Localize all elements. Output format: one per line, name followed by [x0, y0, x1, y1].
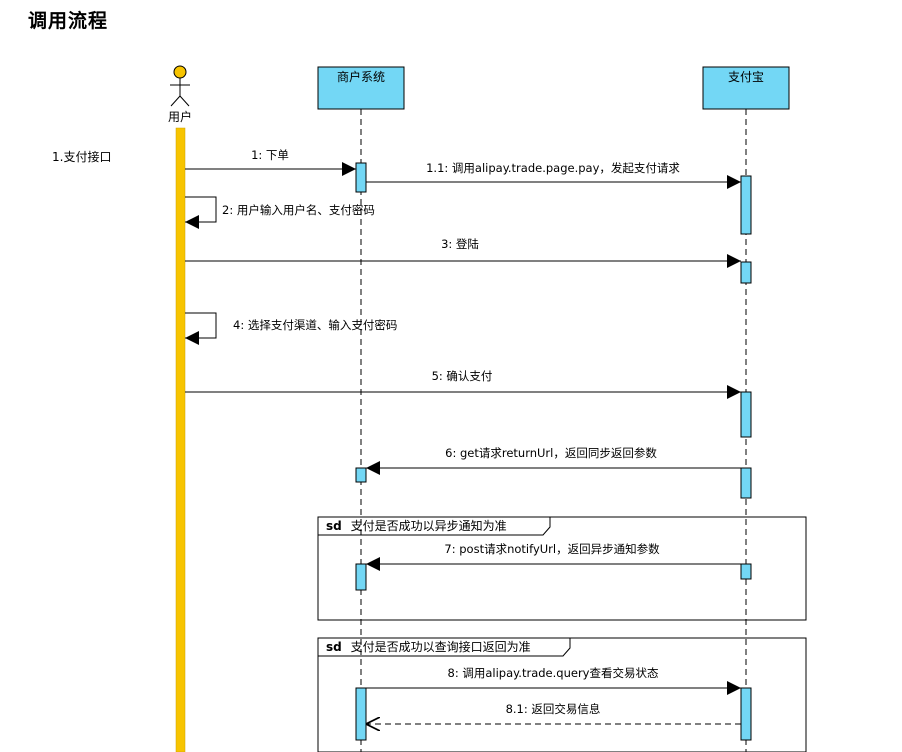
activation-alipay-7: [740, 563, 752, 580]
activation-alipay-5: [740, 391, 752, 438]
participant-merchant-system: 商户系统: [317, 66, 405, 110]
message-label: 6: get请求returnUrl，返回同步返回参数: [445, 446, 657, 460]
frame-keyword: sd: [326, 519, 342, 533]
message-label: 8.1: 返回交易信息: [506, 702, 601, 716]
message-label: 1: 下单: [251, 148, 289, 162]
message-label: 3: 登陆: [441, 237, 479, 251]
message-label: 4: 选择支付渠道、输入支付密码: [233, 318, 397, 332]
activation-alipay-3: [740, 261, 752, 284]
activation-bars: [355, 162, 752, 741]
participant-label: 支付宝: [728, 70, 764, 84]
activation-alipay-8: [740, 687, 752, 741]
actor-user: 用户: [168, 65, 192, 124]
message-label: 8: 调用alipay.trade.query查看交易状态: [448, 666, 659, 680]
message-arrow: [185, 196, 217, 229]
message-label: 1.1: 调用alipay.trade.page.pay，发起支付请求: [426, 161, 680, 175]
message-label: 5: 确认支付: [432, 369, 493, 383]
page-heading: 调用流程: [28, 10, 109, 32]
frame-query-result: sd 支付是否成功以查询接口返回为准: [317, 637, 807, 752]
user-lifeline: [175, 127, 186, 752]
activation-merchant-7: [355, 563, 367, 591]
frame-async-notify: sd 支付是否成功以异步通知为准: [317, 516, 807, 621]
message-label: 2: 用户输入用户名、支付密码: [222, 203, 375, 217]
message-label: 7: post请求notifyUrl，返回异步通知参数: [444, 542, 660, 556]
frame-keyword: sd: [326, 640, 342, 654]
frame-title: 支付是否成功以查询接口返回为准: [351, 639, 531, 654]
participant-label: 商户系统: [337, 69, 385, 84]
activation-alipay-1: [740, 175, 752, 235]
frame-title: 支付是否成功以异步通知为准: [351, 519, 507, 533]
actor-head-icon: [173, 65, 187, 79]
actor-label: 用户: [168, 109, 192, 124]
svg-text:sd 支付是否成功以查询接口返回为准: sd 支付是否成功以查询接口返回为准: [326, 639, 531, 654]
participant-alipay: 支付宝: [702, 66, 790, 110]
phase-label: 1.支付接口: [52, 149, 111, 164]
svg-text:sd 支付是否成功以异步通知为准: sd 支付是否成功以异步通知为准: [326, 519, 507, 533]
activation-merchant-6: [355, 467, 367, 483]
activation-alipay-6: [740, 467, 752, 499]
activation-merchant-8: [355, 687, 367, 741]
activation-merchant-1: [355, 162, 367, 193]
message-arrow: [185, 312, 217, 345]
